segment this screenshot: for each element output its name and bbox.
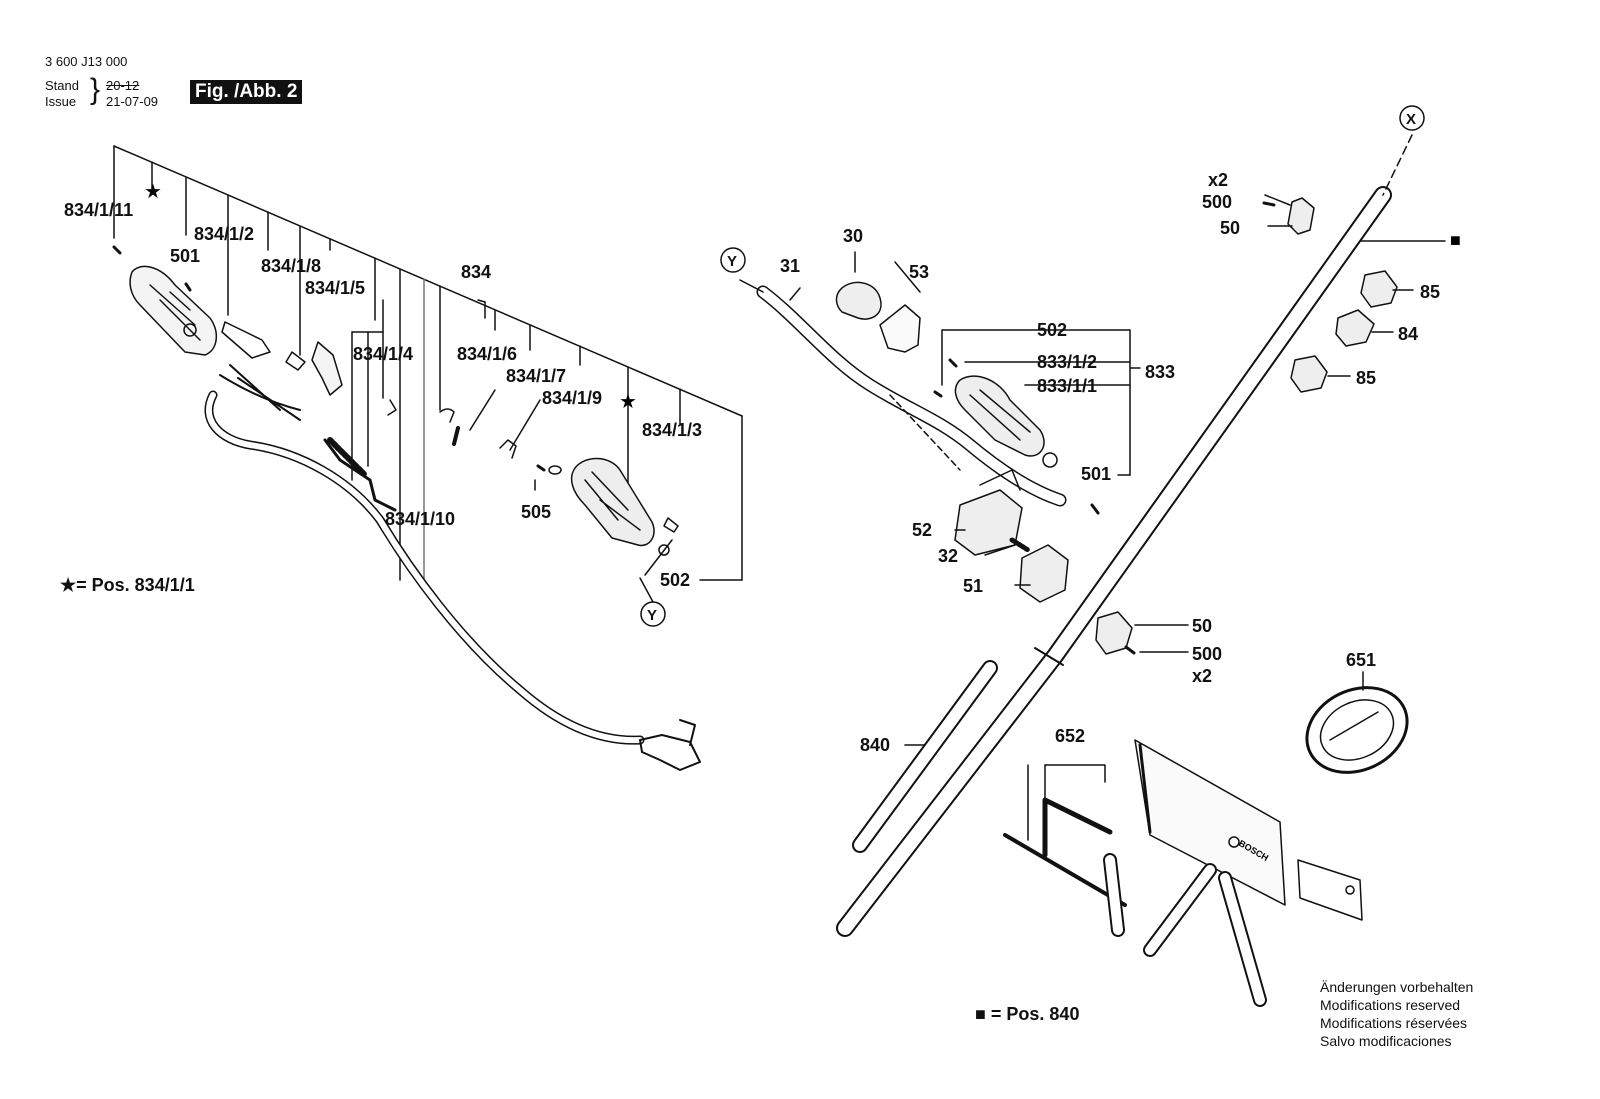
note-fr: Modifications réservées — [1320, 1015, 1468, 1031]
label-x2-top: x2 — [1208, 170, 1228, 190]
label-834: 834 — [461, 262, 491, 282]
label-833-1-2: 833/1/2 — [1037, 352, 1097, 372]
label-834-1-2: 834/1/2 — [194, 224, 254, 244]
handle-housing-left — [112, 245, 562, 475]
label-502-left: 502 — [660, 570, 690, 590]
label-500-bottom: 500 — [1192, 644, 1222, 664]
left-leader-lines — [113, 145, 743, 581]
label-834-1-4: 834/1/4 — [353, 344, 413, 364]
y-marker-label-left: Y — [647, 607, 657, 624]
small-parts-right — [1095, 194, 1414, 774]
label-833-1-1: 833/1/1 — [1037, 376, 1097, 396]
stand-label: Stand — [45, 78, 79, 93]
label-652: 652 — [1055, 726, 1085, 746]
note-en: Modifications reserved — [1320, 997, 1461, 1013]
label-505: 505 — [521, 502, 551, 522]
label-50-bottom: 50 — [1192, 616, 1212, 636]
tools-and-manual — [1003, 739, 1363, 1007]
label-834-1-5: 834/1/5 — [305, 278, 365, 298]
label-x2-bottom: x2 — [1192, 666, 1212, 686]
star-icon-834-1-9: ★ — [619, 391, 637, 413]
label-52: 52 — [912, 520, 932, 540]
label-834-1-3: 834/1/3 — [642, 420, 702, 440]
handle-housing-right — [570, 457, 679, 556]
y-marker-label-middle: Y — [727, 253, 737, 270]
label-500-top: 500 — [1202, 192, 1232, 212]
label-651: 651 — [1346, 650, 1376, 670]
y-marker-middle — [720, 247, 746, 273]
label-85-top: 85 — [1420, 282, 1440, 302]
label-501-middle: 501 — [1081, 464, 1111, 484]
label-834-1-11: 834/1/11 — [64, 200, 133, 220]
x-marker-label: X — [1406, 111, 1416, 128]
label-834-1-7: 834/1/7 — [506, 366, 566, 386]
star-icon-834-1-11: ★ — [144, 181, 162, 203]
label-834-1-10: 834/1/10 — [385, 509, 455, 529]
issue-date: 21-07-09 — [106, 94, 159, 109]
label-834-1-9: 834/1/9 — [542, 388, 602, 408]
label-53: 53 — [909, 262, 929, 282]
legend-square: ■ = Pos. 840 — [975, 1004, 1080, 1024]
label-84: 84 — [1398, 324, 1418, 344]
label-834-1-8: 834/1/8 — [261, 256, 321, 276]
note-de: Änderungen vorbehalten — [1320, 979, 1474, 995]
label-834-1-6: 834/1/6 — [457, 344, 517, 364]
main-shaft — [836, 134, 1446, 937]
label-51: 51 — [963, 576, 983, 596]
label-32: 32 — [938, 546, 958, 566]
label-840: 840 — [860, 735, 890, 755]
label-85-bottom: 85 — [1356, 368, 1376, 388]
cable-assembly — [204, 364, 701, 771]
square-icon: ■ — [975, 1004, 986, 1024]
label-501-left: 501 — [170, 246, 200, 266]
figure-title: Fig. /Abb. 2 — [190, 80, 303, 104]
label-502-middle: 502 — [1037, 320, 1067, 340]
x-marker — [1399, 105, 1425, 131]
stand-date: 20-12 — [106, 78, 140, 93]
legend-star: ★= Pos. 834/1/1 — [60, 575, 195, 595]
auxiliary-handle-bar — [739, 251, 1141, 603]
modification-notes: Änderungen vorbehalten Modifications res… — [1320, 978, 1473, 1050]
star-icon: ★ — [60, 575, 77, 595]
note-es: Salvo modificaciones — [1320, 1033, 1452, 1049]
square-icon-840: ■ — [1450, 230, 1461, 250]
label-50-top: 50 — [1220, 218, 1240, 238]
issue-label: Issue — [45, 94, 77, 109]
label-30: 30 — [843, 226, 863, 246]
brace-symbol: } — [90, 73, 101, 106]
label-31: 31 — [780, 256, 800, 276]
label-833: 833 — [1145, 362, 1175, 382]
document-number: 3 600 J13 000 — [45, 54, 128, 69]
